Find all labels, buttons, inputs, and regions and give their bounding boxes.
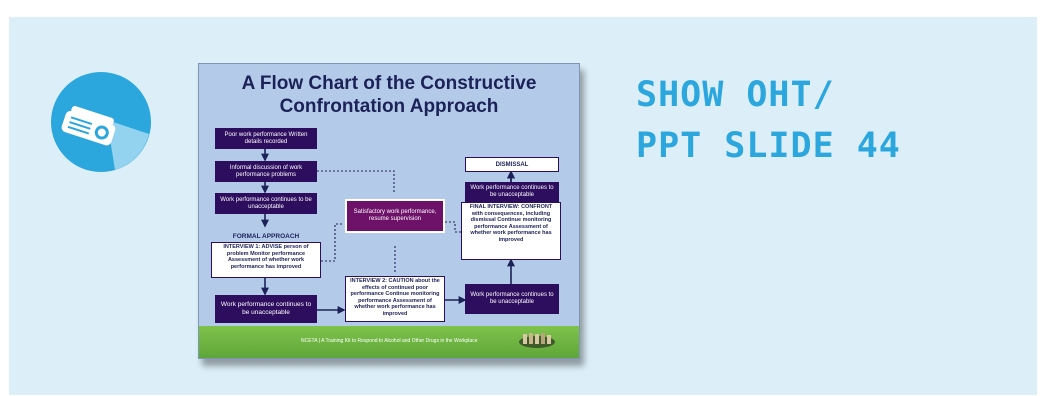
- formal-approach-label: FORMAL APPROACH: [232, 233, 300, 240]
- satisfactory-performance-box: Satisfactory work performance, resume su…: [345, 199, 445, 233]
- continues-unacceptable-box-3: Work performance continues to be unaccep…: [465, 284, 559, 314]
- heading-line-1: SHOW OHT/: [636, 75, 835, 115]
- dismissal-box: DISMISSAL: [465, 157, 559, 172]
- slide-title: A Flow Chart of the Constructive Confron…: [199, 72, 579, 118]
- projector-icon: [49, 70, 153, 174]
- slide-title-line-1: A Flow Chart of the Constructive: [241, 73, 537, 94]
- continues-unacceptable-box-2: Work performance continues to be unaccep…: [215, 295, 317, 323]
- interview-2-box: INTERVIEW 2: CAUTION about the effects o…: [345, 276, 445, 322]
- continues-unacceptable-box-4: Work performance continues to be unaccep…: [465, 182, 559, 202]
- slide-thumbnail: A Flow Chart of the Constructive Confron…: [198, 63, 580, 359]
- footer-logo-image: [519, 333, 555, 348]
- slide-title-line-2: Confrontation Approach: [279, 96, 499, 117]
- continues-unacceptable-box-1: Work performance continues to be unaccep…: [215, 193, 317, 214]
- poor-performance-box: Poor work performance Written details re…: [215, 128, 317, 149]
- slide-footer-bar: [199, 326, 579, 358]
- final-interview-box: FINAL INTERVIEW: CONFRONT with consequen…: [461, 202, 561, 260]
- slide-instruction-heading: SHOW OHT/ PPT SLIDE 44: [636, 70, 901, 172]
- informal-discussion-box: Informal discussion of work performance …: [215, 161, 317, 182]
- interview-1-box: INTERVIEW 1: ADVISE person of problem Mo…: [211, 242, 321, 278]
- heading-line-2: PPT SLIDE 44: [636, 126, 901, 166]
- slide-footer-text: NCETA | A Training Kit to Respond to Alc…: [301, 338, 478, 344]
